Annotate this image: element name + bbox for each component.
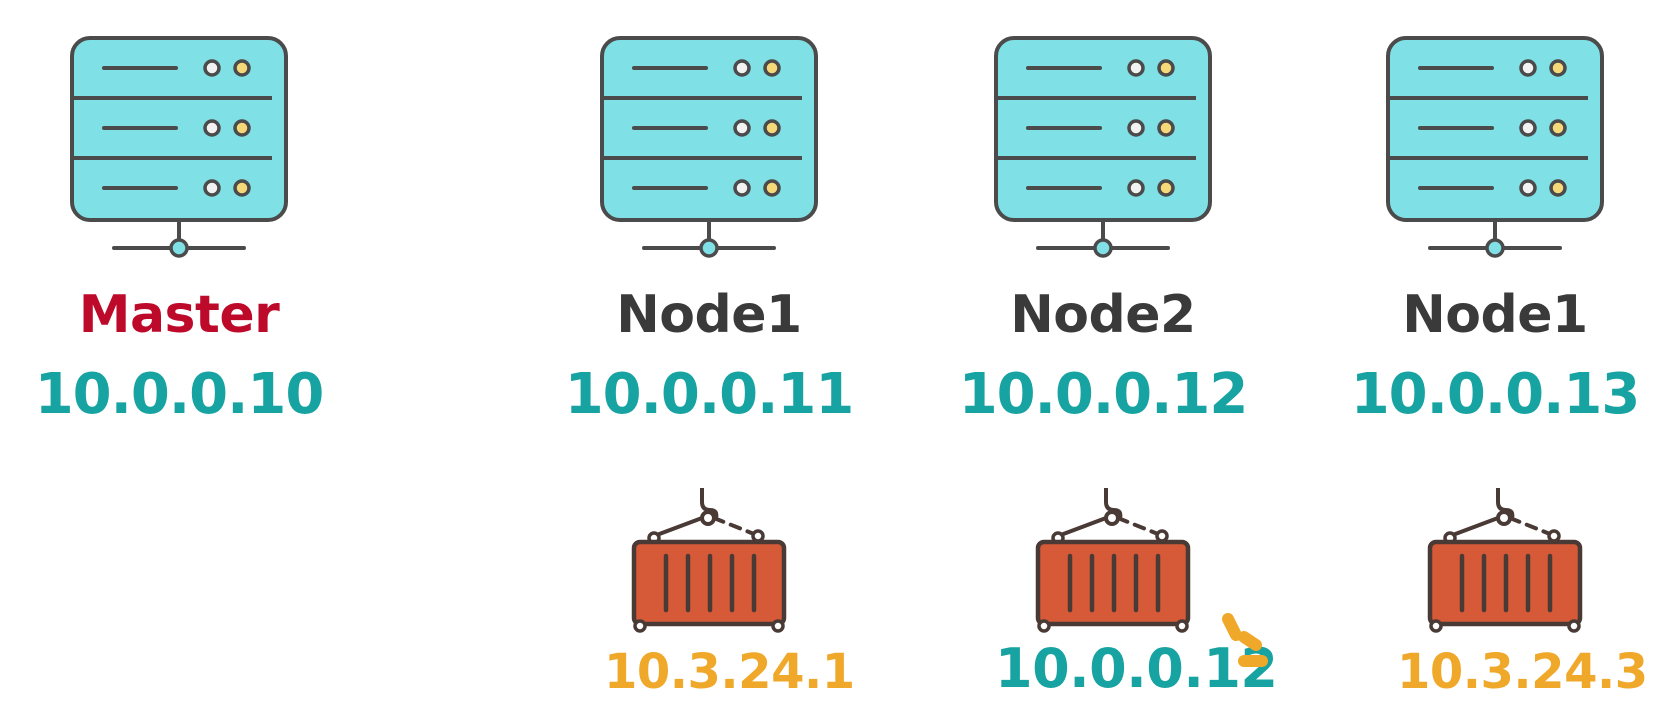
master-ip: 10.0.0.10 [34,362,325,427]
node-column-3: Node1 10.0.0.13 [1345,0,1645,423]
node-column-1: Node1 10.0.0.11 [559,0,859,423]
shipping-container-icon [624,488,794,638]
server-icon [64,34,294,264]
server-icon [594,34,824,264]
pod-ip: 10.3.24.3 [1397,644,1648,700]
node-label: Node2 [1010,285,1196,345]
shipping-container-icon [1028,488,1198,638]
node-ip: 10.0.0.12 [958,362,1249,427]
node-ip: 10.0.0.11 [564,362,855,427]
sparkle-icon [1222,613,1268,667]
pod-ip: 10.3.24.1 [604,644,855,700]
pod-ip-highlighted: 10.0.0.12 [995,637,1278,700]
node-ip: 10.0.0.13 [1350,362,1641,427]
master-label: Master [78,285,280,345]
node-label: Node1 [1402,285,1588,345]
node-column-2: Node2 10.0.0.12 [953,0,1253,423]
shipping-container-icon [1420,488,1590,638]
node-label: Node1 [616,285,802,345]
master-column: Master 10.0.0.10 [29,0,329,423]
server-icon [988,34,1218,264]
server-icon [1380,34,1610,264]
